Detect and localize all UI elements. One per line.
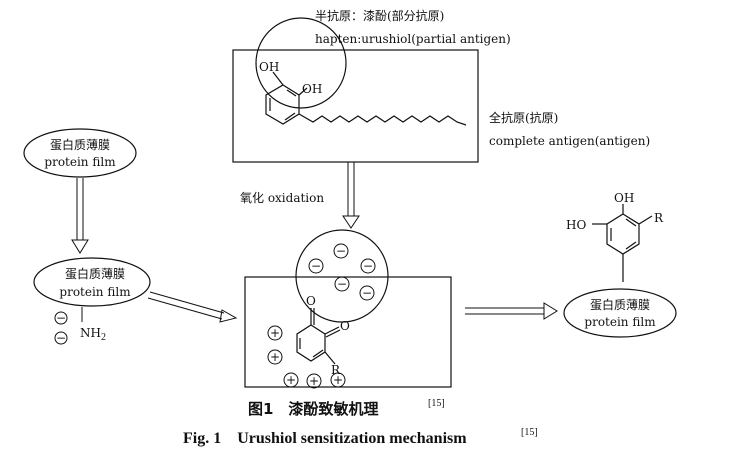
quinone-box [244,276,452,388]
svg-text:+: + [286,373,296,387]
down-arrow-left [71,178,89,254]
quinone-molecule: O O R [296,294,350,377]
plus-charges-center: + + + + + [267,325,346,389]
diagonal-arrow [147,291,238,323]
protein-film-mid-cn: 蛋白质薄膜 [65,266,125,281]
oxidation-arrow [342,162,360,229]
protein-film-mid [33,257,151,307]
svg-text:−: − [363,259,373,273]
right-arrow [465,302,558,320]
svg-text:−: − [56,331,66,345]
protein-film-right [563,288,677,338]
svg-text:−: − [337,277,347,291]
svg-text:O: O [340,319,350,333]
hapten-label-cn: 半抗原：漆酚(部分抗原) [315,8,444,23]
caption-cn: 图1 漆酚致敏机理 [248,400,378,418]
svg-text:OH: OH [259,60,279,74]
minus-charge-left-1: − [54,311,68,325]
protein-film-mid-en: protein film [59,285,131,299]
svg-text:+: + [270,326,280,340]
svg-text:−: − [311,259,321,273]
complete-antigen-box [232,49,479,163]
svg-text:R: R [331,363,341,377]
urushiol-molecule: OH OH [259,60,467,126]
caption-en-ref: [15] [521,427,538,438]
oxidation-label: 氧化 oxidation [240,191,324,205]
svg-text:OH: OH [614,191,634,205]
protein-film-top-en: protein film [44,155,116,169]
svg-text:−: − [362,286,372,300]
svg-text:HO: HO [566,218,586,232]
protein-film-right-en: protein film [584,315,656,329]
svg-text:O: O [306,294,316,308]
svg-text:+: + [333,373,343,387]
caption-en: Fig. 1 Urushiol sensitization mechanism [183,430,467,447]
svg-text:−: − [336,244,346,258]
complete-antigen-label-en: complete antigen(antigen) [489,134,650,148]
protein-film-top-cn: 蛋白质薄膜 [50,137,110,152]
amine-label: NH2 [80,326,106,343]
svg-text:+: + [309,374,319,388]
right-molecule: OH HO R [566,191,664,282]
protein-film-right-cn: 蛋白质薄膜 [590,297,650,312]
svg-text:R: R [654,211,664,225]
minus-charges-center: − − − − − [308,243,376,301]
svg-text:+: + [270,350,280,364]
caption-cn-ref: [15] [428,398,445,409]
hapten-label-en: hapten:urushiol(partial antigen) [315,32,511,46]
protein-film-top [23,128,137,178]
complete-antigen-label-cn: 全抗原(抗原) [489,110,558,125]
hapten-circle [255,17,347,109]
svg-text:OH: OH [302,82,322,96]
minus-charge-left-2: − [54,331,68,345]
charge-circle [295,229,389,323]
svg-text:−: − [56,311,66,325]
